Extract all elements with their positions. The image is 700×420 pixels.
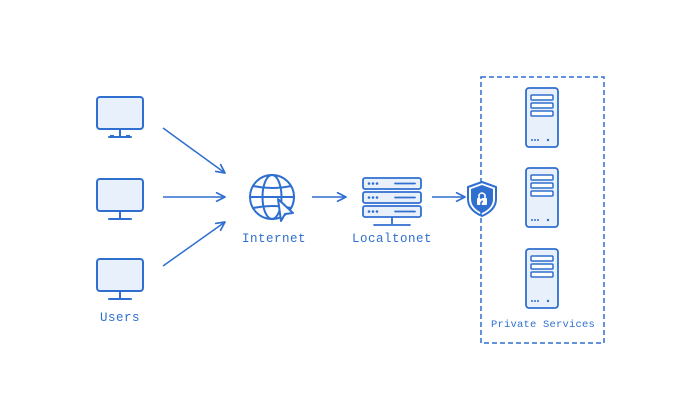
private-services-boundary: [480, 76, 605, 344]
service-server-2: [525, 167, 559, 228]
user-monitor-3: [96, 258, 144, 300]
user-monitor-2: [96, 178, 144, 220]
service-server-1: [525, 87, 559, 148]
internet-label: Internet: [241, 232, 307, 246]
arrow-user1-to-internet: [162, 127, 226, 174]
localtonet-label: Localtonet: [351, 232, 433, 246]
arrow-user3-to-internet: [162, 221, 226, 267]
private-services-label: Private Services: [490, 319, 596, 331]
users-label: Users: [99, 311, 141, 325]
server-rack-icon: [362, 177, 422, 226]
user-monitor-1: [96, 96, 144, 138]
service-server-3: [525, 248, 559, 309]
globe-cursor-icon: [249, 174, 295, 222]
shield-lock-icon: [467, 181, 497, 217]
